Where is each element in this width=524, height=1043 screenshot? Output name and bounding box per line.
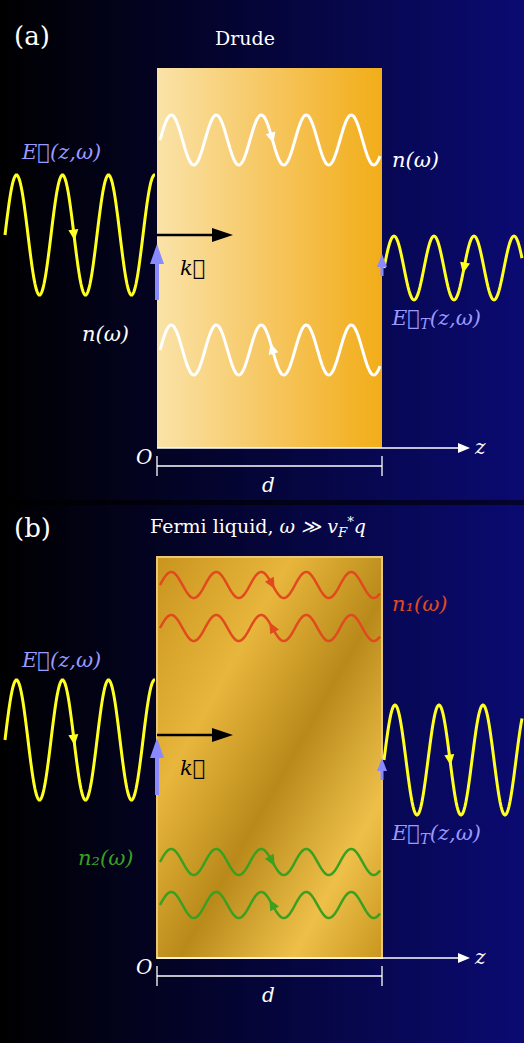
axis-label: z bbox=[475, 946, 486, 969]
field-label: E⃗T(z,ω) bbox=[392, 821, 481, 845]
wave bbox=[160, 115, 380, 165]
wave-arrowhead bbox=[460, 262, 470, 274]
drude-slab bbox=[157, 68, 382, 448]
field-label: E⃗(z,ω) bbox=[22, 140, 101, 164]
wave bbox=[160, 325, 380, 375]
wave bbox=[160, 892, 380, 918]
wave bbox=[5, 175, 155, 295]
thickness-label: d bbox=[262, 474, 275, 497]
panel-gap bbox=[0, 500, 524, 505]
wavevector-label: k⃗ bbox=[180, 756, 205, 780]
origin-label: O bbox=[136, 956, 152, 979]
panel-letter: (a) bbox=[14, 22, 50, 52]
wave bbox=[5, 680, 155, 800]
axis-label: z bbox=[475, 436, 486, 459]
axes bbox=[157, 443, 470, 986]
wave bbox=[384, 236, 522, 300]
panel-title: Fermi liquid, ω ≫ vF*q bbox=[150, 516, 366, 538]
wave-arrowhead bbox=[269, 343, 279, 355]
index-label: n(ω) bbox=[82, 322, 129, 346]
index-label: n(ω) bbox=[392, 148, 439, 172]
thickness-label: d bbox=[262, 984, 275, 1007]
wave bbox=[160, 572, 380, 598]
index-label: n₂(ω) bbox=[78, 846, 133, 870]
wave-arrowhead bbox=[444, 754, 454, 766]
field-label: E⃗(z,ω) bbox=[22, 648, 101, 672]
wave-arrowhead bbox=[265, 854, 275, 866]
wave-arrowhead bbox=[265, 577, 275, 589]
wave bbox=[160, 615, 380, 641]
wave-arrowhead bbox=[269, 622, 279, 634]
wave bbox=[160, 849, 380, 875]
wave-arrowhead bbox=[68, 229, 78, 241]
field-label: E⃗T(z,ω) bbox=[392, 306, 481, 330]
fermi-liquid-slab bbox=[157, 557, 382, 958]
panel-title: Drude bbox=[215, 28, 275, 50]
origin-label: O bbox=[136, 446, 152, 469]
vectors bbox=[150, 228, 387, 795]
panel-letter: (b) bbox=[14, 514, 51, 544]
wave bbox=[384, 705, 522, 815]
waves bbox=[5, 115, 522, 918]
wave-arrowhead bbox=[269, 899, 279, 911]
wave-arrowhead bbox=[68, 734, 78, 746]
index-label: n₁(ω) bbox=[392, 592, 447, 616]
wavevector-label: k⃗ bbox=[180, 256, 205, 280]
wave-arrowhead bbox=[266, 132, 276, 144]
